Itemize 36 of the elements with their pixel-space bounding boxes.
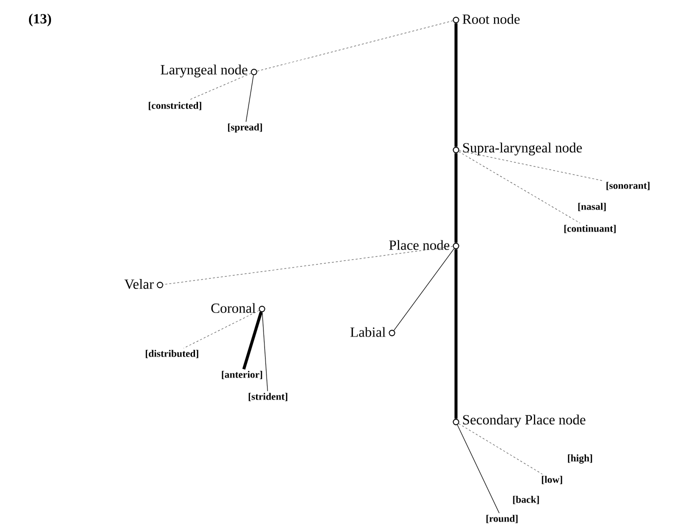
branch-line — [242, 312, 263, 370]
feature-label: [constricted] — [148, 102, 202, 110]
branch-line — [188, 73, 252, 100]
node-label: Laryngeal node — [160, 64, 248, 78]
feature-label: [high] — [568, 454, 592, 464]
branch-line — [256, 20, 454, 72]
feature-label: [continuant] — [564, 224, 616, 234]
branch-line — [183, 310, 260, 348]
feature-label: [back] — [513, 496, 539, 504]
node-label: Coronal — [211, 303, 256, 313]
feature-label: [strident] — [248, 392, 288, 402]
feature-label: [anterior] — [222, 370, 262, 380]
branch-line — [454, 249, 458, 419]
feature-label: [low] — [542, 476, 562, 484]
branch-line — [246, 74, 254, 122]
branch-line — [394, 248, 454, 331]
example-number: (13) — [28, 14, 52, 26]
feature-label: [nasal] — [578, 202, 606, 212]
branch-line — [454, 153, 458, 243]
branch-line — [458, 151, 580, 224]
branch-line — [458, 423, 543, 474]
node-label: Root node — [462, 14, 520, 24]
branch-line — [162, 246, 454, 285]
node-label: Secondary Place node — [463, 414, 586, 428]
branch-line — [458, 150, 604, 182]
branch-line — [454, 23, 458, 147]
feature-label: [sonorant] — [606, 182, 650, 190]
branch-line — [457, 424, 500, 514]
feature-label: [round] — [486, 514, 518, 524]
node-label: Place node — [389, 240, 450, 250]
node-label: Velar — [124, 279, 154, 289]
feature-label: [spread] — [228, 123, 262, 133]
node-label: Supra-laryngeal node — [463, 142, 582, 156]
branch-line — [262, 312, 268, 392]
node-label: Labial — [350, 327, 386, 337]
feature-label: [distributed] — [146, 350, 198, 358]
